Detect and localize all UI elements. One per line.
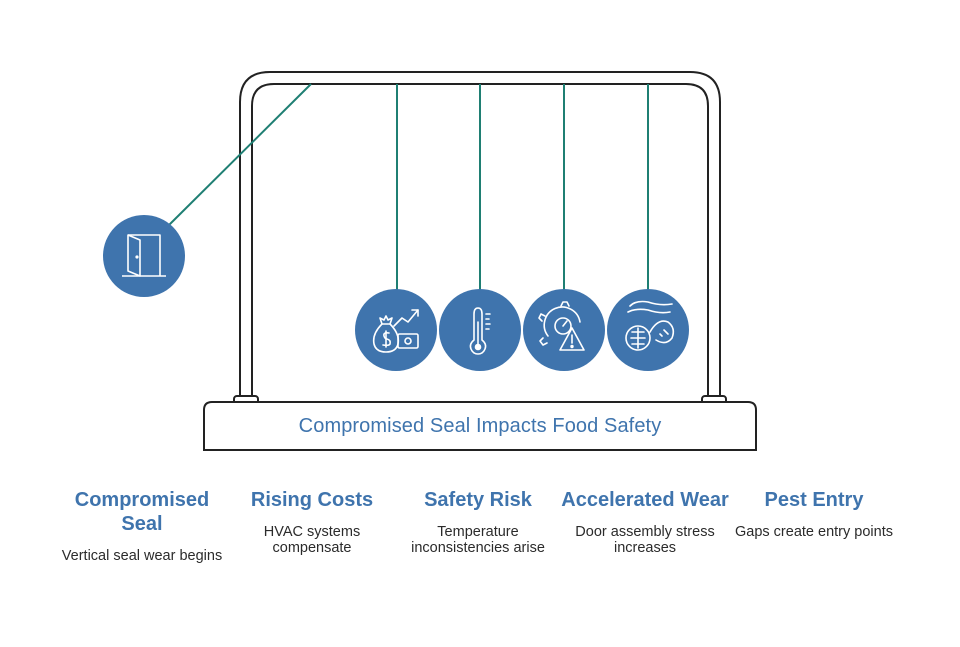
column-compromised-seal: Compromised Seal Vertical seal wear begi… [58, 488, 226, 564]
column-accelerated-wear: Accelerated Wear Door assembly stress in… [561, 488, 729, 556]
column-description: Door assembly stress increases [575, 524, 715, 556]
base-label: Compromised Seal Impacts Food Safety [298, 414, 662, 437]
thermometer-icon [469, 307, 491, 355]
column-description: Vertical seal wear begins [61, 548, 223, 564]
column-pest-entry: Pest Entry Gaps create entry points [730, 488, 898, 540]
ball-3 [439, 289, 521, 371]
column-title: Pest Entry [764, 489, 864, 511]
column-title: Rising Costs [250, 489, 374, 511]
column-safety-risk: Safety Risk Temperature inconsistencies … [394, 488, 562, 556]
column-title: Safety Risk [424, 489, 532, 511]
column-description: Gaps create entry points [735, 524, 893, 540]
gear-warning-icon [538, 301, 585, 351]
column-description: HVAC systems compensate [263, 524, 361, 556]
money-growth-icon [372, 309, 419, 353]
string-1 [167, 83, 312, 227]
ball-5 [607, 289, 689, 371]
column-description: Temperature inconsistencies arise [411, 524, 545, 556]
column-title: Accelerated Wear [561, 489, 729, 511]
pest-icon [625, 300, 675, 351]
column-rising-costs: Rising Costs HVAC systems compensate [228, 488, 396, 556]
ball-2 [355, 289, 437, 371]
frame-outer [239, 71, 721, 400]
ball-4 [523, 289, 605, 371]
door-icon [122, 234, 166, 277]
ball-1 [103, 215, 185, 297]
column-title: Compromised Seal [74, 489, 210, 535]
cradle-base [203, 401, 757, 451]
